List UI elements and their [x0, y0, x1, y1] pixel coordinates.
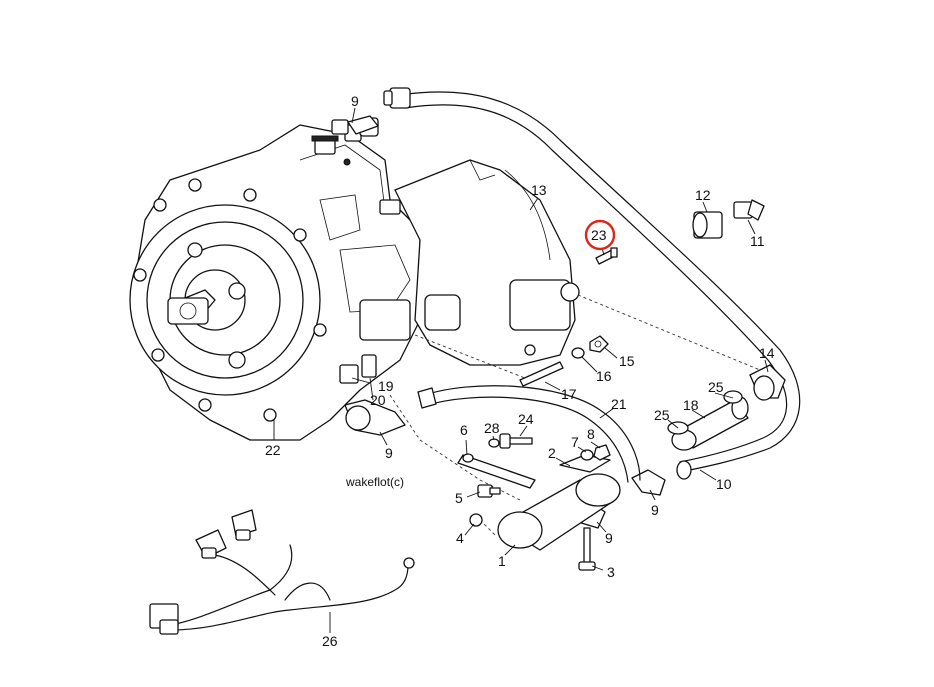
washer-28 — [488, 438, 500, 448]
elbow-14 — [749, 364, 786, 401]
assembly-line-a — [577, 294, 761, 371]
fitting-9-right — [631, 469, 666, 496]
highlight-circle — [584, 219, 616, 251]
clamp-25-right — [723, 390, 743, 404]
callout-28: 28 — [484, 420, 500, 436]
plug-12 — [692, 211, 723, 239]
bolt-5 — [477, 484, 501, 498]
callout-9-right: 9 — [651, 502, 659, 518]
callout-9-bottom: 9 — [605, 530, 613, 546]
fitting-9-left — [344, 399, 406, 436]
gear-housing-13 — [379, 159, 580, 366]
hose-10 — [383, 87, 801, 480]
callout-17: 17 — [561, 386, 577, 402]
nut-15 — [589, 335, 609, 353]
callout-24: 24 — [518, 411, 534, 427]
washer-6 — [457, 453, 536, 489]
bracket-2 — [559, 454, 611, 473]
callout-21: 21 — [611, 396, 627, 412]
fitting-20 — [361, 354, 377, 378]
callout-4: 4 — [456, 530, 464, 546]
callout-16: 16 — [596, 368, 612, 384]
callout-1: 1 — [498, 553, 506, 569]
callout-14: 14 — [759, 345, 775, 361]
callout-2: 2 — [548, 445, 556, 461]
callout-11: 11 — [750, 233, 765, 249]
callout-6: 6 — [460, 422, 468, 438]
callout-18: 18 — [683, 397, 699, 413]
hose-21 — [417, 385, 641, 483]
cooler-1 — [497, 473, 621, 551]
stud-17 — [519, 361, 564, 387]
nut-8 — [593, 444, 611, 461]
callout-26: 26 — [322, 633, 338, 649]
callout-labels: 1 2 3 4 5 6 7 8 9 9 9 9 10 11 12 13 14 1… — [265, 93, 775, 649]
bolt-3 — [578, 527, 596, 571]
callout-10: 10 — [716, 476, 732, 492]
leader-lines — [273, 107, 769, 633]
assembly-line-b — [414, 334, 531, 381]
assembly-line-c — [389, 394, 521, 501]
callout-20: 20 — [370, 392, 386, 408]
wiring-harness-26 — [149, 509, 415, 635]
screw-23 — [595, 247, 618, 265]
washer-16 — [571, 347, 585, 359]
callout-8: 8 — [587, 426, 595, 442]
fitting-9-top — [331, 115, 379, 135]
callout-3: 3 — [607, 564, 615, 580]
nut-4 — [469, 513, 483, 527]
diagram-caption: wakeflot(c) — [345, 475, 404, 489]
callout-15: 15 — [619, 353, 635, 369]
callout-25-left: 25 — [654, 407, 670, 423]
callout-5: 5 — [455, 490, 463, 506]
callout-22: 22 — [265, 442, 281, 458]
callout-7: 7 — [571, 434, 579, 450]
callout-13: 13 — [531, 182, 547, 198]
callout-9-top: 9 — [351, 93, 359, 109]
callout-23: 23 — [591, 227, 607, 243]
bolt-24 — [499, 433, 533, 449]
callout-19: 19 — [378, 378, 394, 394]
callout-12: 12 — [695, 187, 711, 203]
washer-7 — [580, 449, 594, 461]
fitting-11 — [733, 199, 765, 221]
callout-25-top: 25 — [708, 379, 724, 395]
fitting-19 — [339, 364, 359, 384]
pump-body-22 — [129, 117, 421, 441]
callout-9-left: 9 — [385, 445, 393, 461]
